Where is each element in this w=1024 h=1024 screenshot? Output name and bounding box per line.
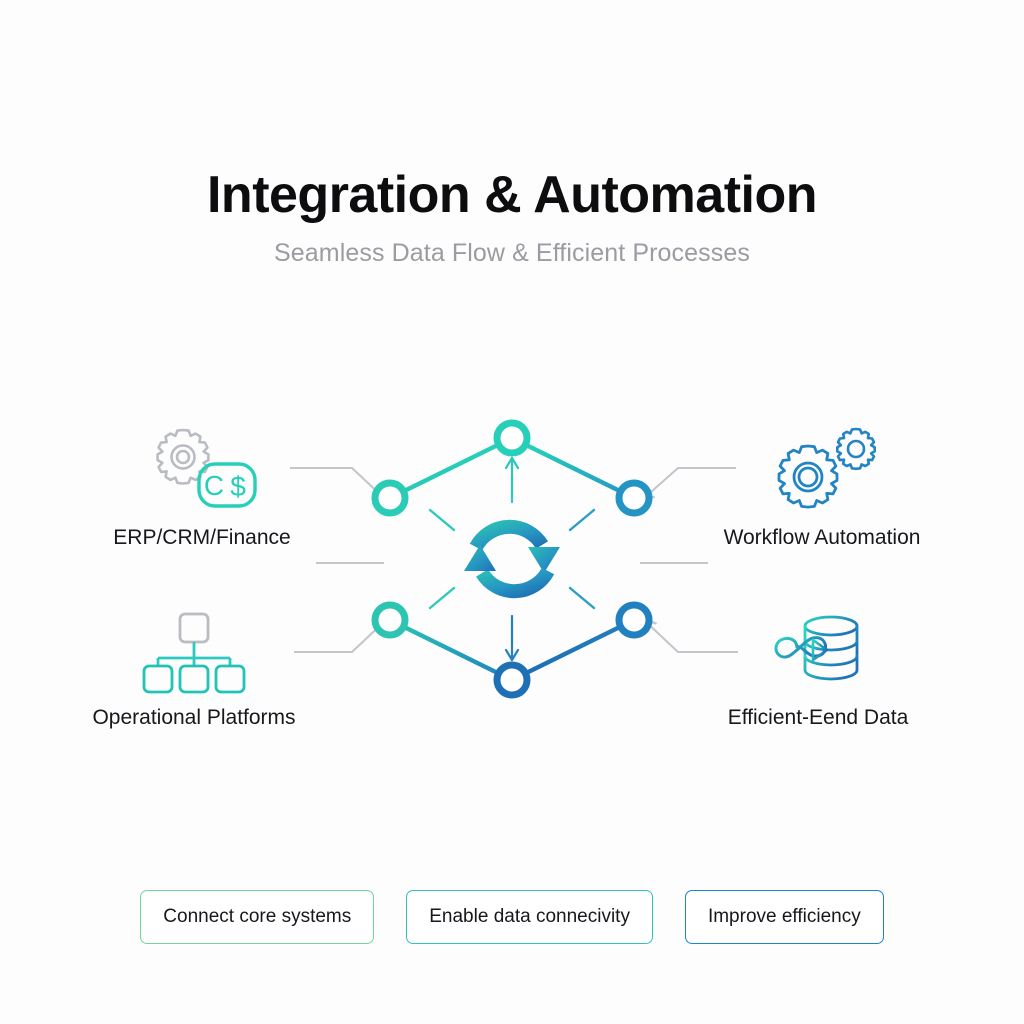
node-workflow-label: Workflow Automation — [723, 526, 921, 549]
node-data-label: Efficient-Eend Data — [727, 706, 909, 729]
svg-text:C: C — [204, 470, 224, 501]
org-hierarchy-icon — [44, 602, 344, 698]
hexagon-spokes — [428, 508, 596, 610]
hexagon-edges — [387, 435, 637, 683]
double-gear-icon — [672, 424, 972, 520]
pill-label: Improve efficiency — [707, 906, 861, 927]
hexagon-node-bottom[interactable] — [493, 661, 531, 699]
sync-cycle-icon — [464, 519, 560, 599]
header: Integration & Automation Seamless Data F… — [0, 168, 1024, 268]
gear-currency-icon: C $ — [52, 424, 352, 520]
node-operational-platforms[interactable]: Operational Platforms — [44, 602, 344, 730]
benefit-pills: Connect core systems Enable data conneci… — [0, 890, 1024, 944]
pill-improve-efficiency[interactable]: Improve efficiency — [684, 890, 884, 944]
hexagon-node-top[interactable] — [493, 419, 531, 457]
hexagon-node-lower-right[interactable] — [615, 601, 653, 639]
node-erp-crm-finance[interactable]: C $ ERP/CRM/Finance — [52, 424, 352, 550]
hexagon-diagram — [362, 402, 662, 712]
svg-text:$: $ — [230, 471, 246, 502]
hexagon-node-upper-left[interactable] — [371, 479, 409, 517]
node-erp-label: ERP/CRM/Finance — [113, 526, 291, 549]
pill-label: Connect core systems — [163, 906, 352, 927]
node-efficient-end-data[interactable]: Efficient-Eend Data — [668, 602, 968, 730]
pill-label: Enable data connecivity — [429, 906, 630, 927]
page-title: Integration & Automation — [206, 166, 818, 224]
page-subtitle: Seamless Data Flow & Efficient Processes — [274, 238, 750, 267]
pill-connect-core-systems[interactable]: Connect core systems — [140, 890, 375, 944]
pill-enable-data-connectivity[interactable]: Enable data connecivity — [406, 890, 653, 944]
node-operational-label: Operational Platforms — [92, 706, 296, 729]
infinity-database-icon — [668, 602, 968, 698]
hexagon-nodes[interactable] — [371, 419, 653, 699]
hexagon-node-lower-left[interactable] — [371, 601, 409, 639]
hexagon-node-upper-right[interactable] — [615, 479, 653, 517]
node-workflow-automation[interactable]: Workflow Automation — [672, 424, 972, 550]
hexagon-inner-arrows — [504, 456, 520, 662]
